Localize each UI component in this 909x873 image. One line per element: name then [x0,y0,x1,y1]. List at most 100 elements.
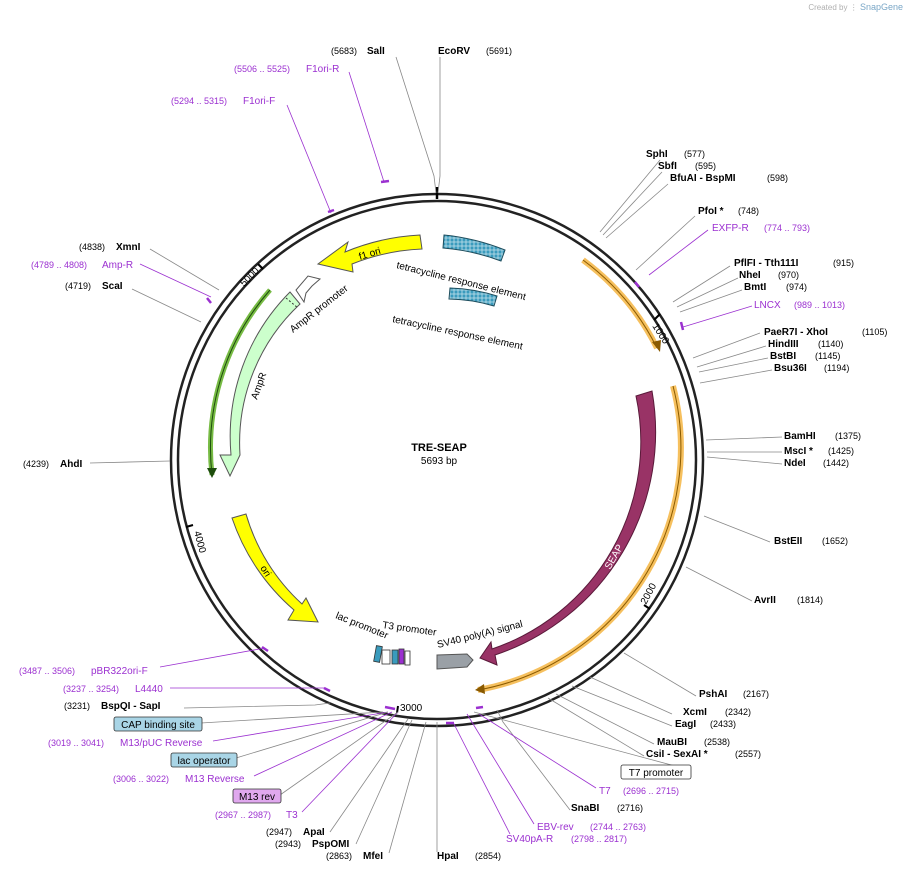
primer-pos-sv40pa-r: (2798 .. 2817) [571,834,627,844]
site-bfuai-bspmi[interactable]: BfuAI - BspMI [670,173,736,184]
primer-amp-r[interactable]: Amp-R [102,260,133,271]
primer-ebv-rev[interactable]: EBV-rev [537,822,574,833]
primer-t7[interactable]: T7 [599,786,611,797]
site-pos-bstbi: (1145) [815,351,840,361]
site-avrii[interactable]: AvrII [754,595,776,606]
site-pos-xmni: (4838) [79,242,105,252]
snapgene-logo-icon: ⋮ [849,3,858,12]
primer-l4440[interactable]: L4440 [135,684,163,695]
box-cap-binding-site[interactable]: CAP binding site [121,720,195,731]
site-pos-bsu36i: (1194) [824,363,849,373]
tick-4000: 4000 [185,524,208,555]
site-pos-ndei: (1442) [823,458,849,468]
primer-pos-amp-r: (4789 .. 4808) [31,260,87,270]
tick-5000: 5000 [238,263,264,289]
site-sbfi[interactable]: SbfI [658,161,677,172]
site-pos-pflfi-tth111i: (915) [833,258,854,268]
site-ndei[interactable]: NdeI [784,458,806,469]
site-nhei[interactable]: NheI [739,270,761,281]
site-hindiii[interactable]: HindIII [768,339,799,350]
site-pos-hpai: (2854) [475,851,501,861]
site-pos-pspomi: (2943) [275,839,301,849]
site-xmni[interactable]: XmnI [116,242,141,253]
site-pos-apai: (2947) [266,827,292,837]
primer-sv40pa-r[interactable]: SV40pA-R [506,834,553,845]
site-hpai[interactable]: HpaI [437,851,459,862]
primer-pos-f1ori-f: (5294 .. 5315) [171,96,227,106]
box-leader-lines [200,711,691,796]
feature-ori: ori [231,513,319,623]
site-bamhi[interactable]: BamHI [784,431,816,442]
site-maubi[interactable]: MauBI [657,737,687,748]
primer-t3[interactable]: T3 [286,810,298,821]
site-pos-sphi: (577) [684,149,705,159]
site-pos-hindiii: (1140) [818,339,843,349]
site-bstbi[interactable]: BstBI [770,351,796,362]
primer-m13-reverse[interactable]: M13 Reverse [185,774,245,785]
site-pos-bfuai-bspmi: (598) [767,173,788,183]
site-csii-sexai[interactable]: CsiI - SexAI * [646,749,708,760]
primer-pos-pbr322ori-f: (3487 .. 3506) [19,666,75,676]
site-pos-sbfi: (595) [695,161,716,171]
box-m13-rev[interactable]: M13 rev [239,792,275,803]
snapgene-credit: Created by ⋮ SnapGene [808,2,903,12]
site-pos-msci: (1425) [828,446,854,456]
primer-f1ori-f[interactable]: F1ori-F [243,96,275,107]
site-pos-maubi: (2538) [704,737,730,747]
tick-label-5000: 5000 [238,265,262,289]
primer-pos-m13-reverse: (3006 .. 3022) [113,774,169,784]
site-pshai[interactable]: PshAI [699,689,728,700]
site-pos-mfei: (2863) [326,851,352,861]
site-pos-bamhi: (1375) [835,431,861,441]
feature-label-seap: SEAP [603,543,626,572]
primer-pos-t7: (2696 .. 2715) [623,786,679,796]
site-pos-nhei: (970) [778,270,799,280]
site-pspomi[interactable]: PspOMI [312,839,349,850]
site-snabi[interactable]: SnaBI [571,803,600,814]
feature-ampr: AmpR [219,291,301,478]
site-mfei[interactable]: MfeI [363,851,383,862]
site-msci[interactable]: MscI * [784,446,813,457]
primer-marks [206,179,685,725]
site-pos-snabi: (2716) [617,803,643,813]
site-scai[interactable]: ScaI [102,281,123,292]
primer-pos-m13-puc-reverse: (3019 .. 3041) [48,738,104,748]
primer-pos-ebv-rev: (2744 .. 2763) [590,822,646,832]
primer-pos-f1ori-r: (5506 .. 5525) [234,64,290,74]
site-eagi[interactable]: EagI [675,719,696,730]
primer-exfp-r[interactable]: EXFP-R [712,223,749,234]
primer-pos-exfp-r: (774 .. 793) [764,223,810,233]
primer-f1ori-r[interactable]: F1ori-R [306,64,339,75]
site-ahdi[interactable]: AhdI [60,459,82,470]
site-pos-scai: (4719) [65,281,91,291]
site-apai[interactable]: ApaI [303,827,325,838]
box-lac-operator[interactable]: lac operator [178,756,231,767]
site-pos-sali: (5683) [331,46,357,56]
site-pos-pfoi: (748) [738,206,759,216]
site-ecorv[interactable]: EcoRV [438,46,470,57]
primer-m13-puc-reverse[interactable]: M13/pUC Reverse [120,738,203,749]
site-bspqi-sapi[interactable]: BspQI - SapI [101,701,161,712]
site-pfoi[interactable]: PfoI * [698,206,724,217]
primer-leader-lines [139,71,753,835]
site-bsteii[interactable]: BstEII [774,536,803,547]
primer-pbr322ori-f[interactable]: pBR322ori-F [91,666,148,677]
site-pos-paer7i-xhoi: (1105) [862,327,887,337]
site-bmti[interactable]: BmtI [744,282,766,293]
primer-pos-t3: (2967 .. 2987) [215,810,271,820]
box-t7-promoter[interactable]: T7 promoter [629,768,684,779]
site-bsu36i[interactable]: Bsu36I [774,363,807,374]
site-sali[interactable]: SalI [367,46,385,57]
feature-label-ori: ori [257,564,272,579]
site-sphi[interactable]: SphI [646,149,668,160]
tick-label-3000: 3000 [400,703,423,714]
primer-lncx[interactable]: LNCX [754,300,781,311]
site-paer7i-xhoi[interactable]: PaeR7I - XhoI [764,327,828,338]
site-pflfi-tth111i[interactable]: PflFI - Tth111I [734,258,799,269]
tick-3000: 3000 [396,703,423,714]
site-pos-bspqi-sapi: (3231) [64,701,90,711]
credit-prefix: Created by [808,3,848,12]
site-pos-ahdi: (4239) [23,459,49,469]
site-xcmi[interactable]: XcmI [683,707,707,718]
